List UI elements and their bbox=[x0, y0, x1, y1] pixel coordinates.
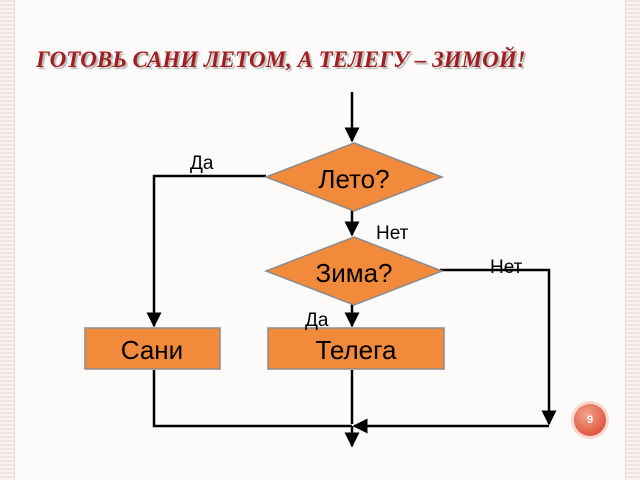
decision-summer-text: Лето? bbox=[318, 164, 389, 194]
slide-left-border bbox=[0, 0, 15, 480]
label-summer-yes: Да bbox=[190, 153, 214, 174]
decision-winter-diamond bbox=[263, 236, 445, 306]
slide-title: ГОТОВЬ САНИ ЛЕТОМ, А ТЕЛЕГУ – ЗИМОЙ! bbox=[36, 47, 526, 72]
label-winter-yes: Да bbox=[305, 310, 329, 331]
connector-winter-no bbox=[440, 268, 557, 426]
label-summer-no: Нет bbox=[376, 223, 409, 244]
label-winter-no: Нет bbox=[490, 257, 523, 278]
process-cart-box bbox=[267, 327, 445, 370]
connector-summer-yes bbox=[146, 174, 266, 328]
decision-summer-diamond bbox=[263, 142, 445, 212]
process-sled-box bbox=[84, 327, 221, 370]
page-number-badge: 9 bbox=[574, 404, 606, 436]
decision-winter-text: Зима? bbox=[315, 258, 392, 288]
process-cart-text: Телега bbox=[315, 335, 397, 365]
slide-right-border bbox=[625, 0, 640, 480]
process-sled-text: Сани bbox=[121, 335, 183, 365]
connector-sled-out bbox=[152, 370, 352, 428]
